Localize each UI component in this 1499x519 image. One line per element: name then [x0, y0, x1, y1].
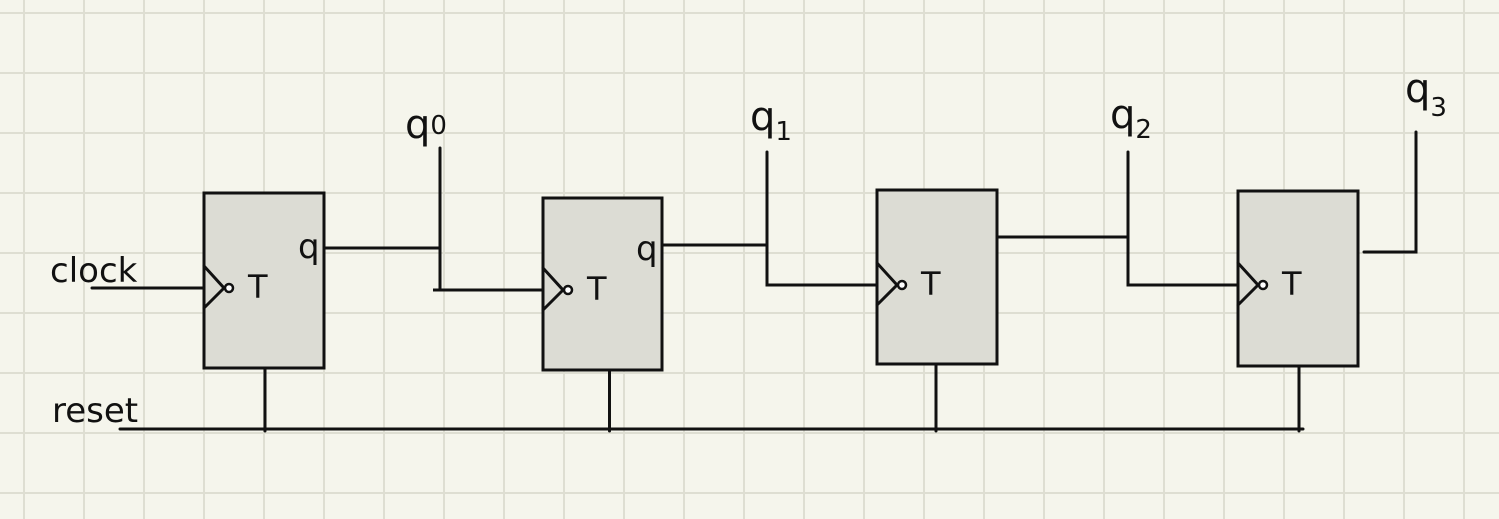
t-flip-flop: T	[875, 188, 999, 433]
q-output-label: q	[298, 227, 320, 267]
t-input-label: T	[920, 265, 941, 303]
flip-flop-box	[1236, 189, 1360, 368]
q0-label: q0	[405, 102, 447, 148]
flip-flop-box	[202, 191, 326, 370]
t-input-label: T	[247, 268, 268, 306]
t-input-label: T	[1281, 265, 1302, 303]
q3-label: q3	[1405, 66, 1447, 123]
flip-flop-box	[541, 196, 664, 372]
negative-edge-bubble-icon	[1257, 279, 1269, 291]
t-input-label: T	[586, 270, 607, 308]
flip-flop-box	[875, 188, 999, 366]
q2-label: q2	[1110, 92, 1152, 145]
reset-label: reset	[52, 391, 138, 431]
negative-edge-bubble-icon	[562, 284, 574, 296]
wires	[322, 130, 1418, 292]
q-output-label: q	[636, 229, 658, 269]
q1-label: q1	[750, 94, 792, 147]
t-flip-flop: T	[1236, 189, 1360, 433]
t-flip-flop: T q	[541, 196, 664, 433]
negative-edge-bubble-icon	[223, 282, 235, 294]
output-labels: q0 q1 q2 q3	[405, 66, 1447, 148]
negative-edge-bubble-icon	[896, 279, 908, 291]
clock-label: clock	[50, 251, 138, 291]
t-flip-flop: T q	[202, 191, 326, 433]
